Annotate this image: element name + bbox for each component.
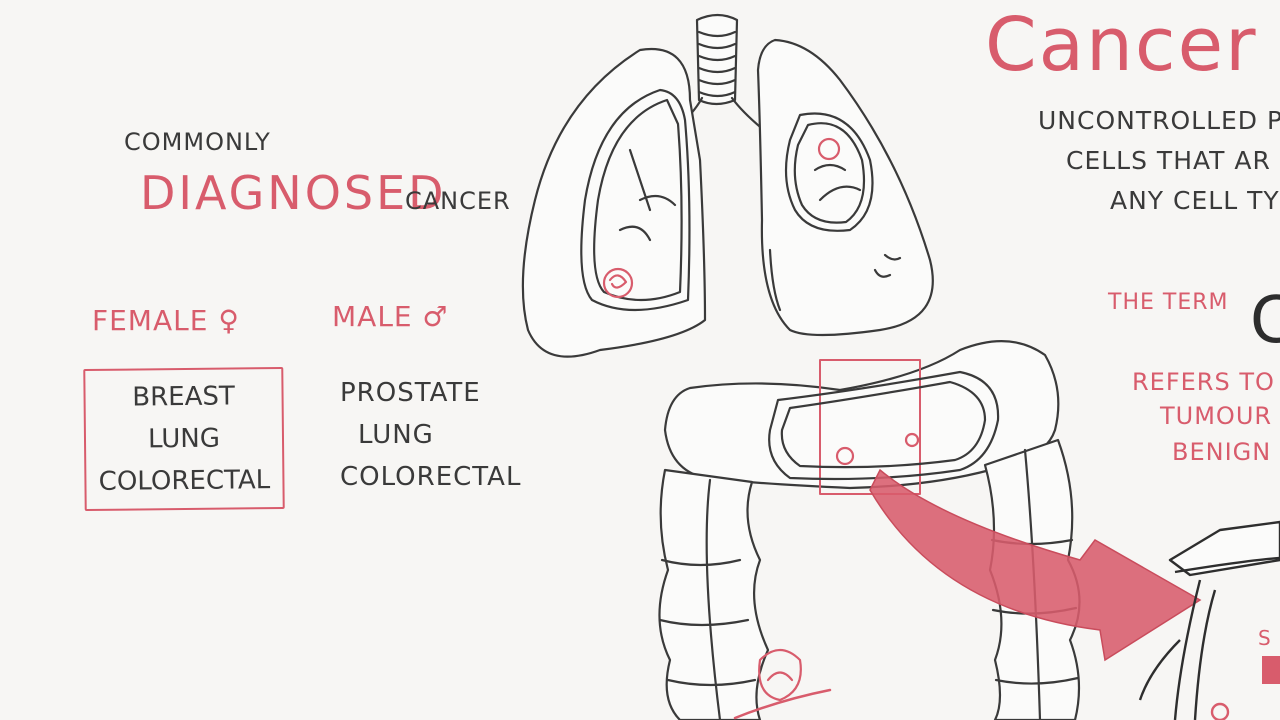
definition-line-2: CELLS THAT AR [1066,146,1271,175]
male-label: MALE [332,300,413,333]
refers-line-3: BENIGN [1172,438,1272,466]
list-item: COLORECTAL [340,462,522,492]
refers-line-2: TUMOUR [1160,402,1273,430]
specimen-box-drawing [1138,520,1280,720]
female-label: FEMALE [92,304,209,337]
red-arrow [869,468,1202,662]
term-letter: C [1250,284,1280,358]
list-item: PROSTATE [340,378,481,408]
diagnosed-heading: DIAGNOSED [140,166,447,220]
female-symbol-icon: ♀ [218,304,240,337]
cancer-label: CANCER [405,187,511,215]
list-item: COLORECTAL [98,465,271,497]
partial-label: S [1258,626,1272,650]
male-heading: MALE ♂ [332,300,449,333]
page-title: Cancer [985,2,1258,88]
list-item: LUNG [358,420,434,450]
refers-line-1: REFERS TO [1132,368,1275,396]
commonly-label: COMMONLY [124,128,271,156]
male-symbol-icon: ♂ [422,300,449,333]
female-cancer-list: BREAST LUNG COLORECTAL [85,369,282,503]
male-cancer-list: PROSTATE LUNG COLORECTAL [340,372,540,498]
list-item: LUNG [147,423,221,455]
list-item: BREAST [132,381,235,413]
the-term-label: THE TERM [1108,290,1229,315]
female-heading: FEMALE ♀ [92,304,240,337]
lungs-drawing [521,13,934,358]
definition-line-1: UNCONTROLLED PR [1038,106,1280,135]
definition-line-3: ANY CELL TY [1110,186,1280,215]
colon-drawing [658,340,1081,720]
female-list-box: BREAST LUNG COLORECTAL [83,366,285,512]
